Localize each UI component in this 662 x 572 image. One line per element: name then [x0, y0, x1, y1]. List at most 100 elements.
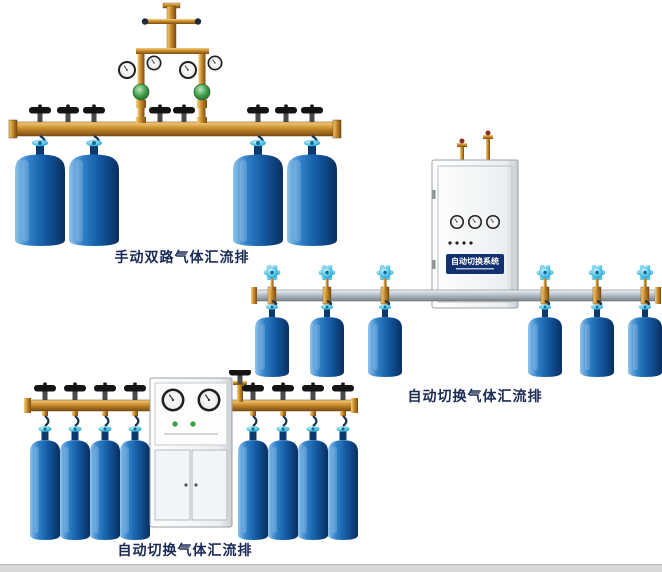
cabinet-body — [431, 159, 519, 309]
cylinder-valve-wheel — [588, 265, 606, 290]
gas-cylinder — [528, 304, 562, 377]
product-caption-auto-switch: 自动切换气体汇流排 — [407, 389, 543, 405]
control-cabinet — [149, 377, 233, 528]
indicator-dot — [455, 241, 459, 245]
gas-cylinder — [238, 426, 268, 540]
pressure-regulator-right — [178, 54, 223, 122]
cabinet-top-valve — [485, 130, 491, 136]
regulator-knob — [193, 83, 211, 101]
cylinder-station — [328, 382, 358, 540]
pressure-gauge — [178, 60, 198, 80]
cylinder-station — [528, 265, 562, 377]
pressure-gauge — [117, 60, 137, 80]
nameplate-fine-print — [456, 268, 494, 270]
valve-handle — [124, 382, 146, 400]
door-handle — [184, 483, 188, 487]
cylinder-station — [60, 382, 90, 540]
pressure-gauge — [207, 55, 223, 71]
pigtail-tube — [342, 415, 348, 427]
valve-handle — [57, 104, 79, 122]
supply-riser — [136, 2, 209, 54]
hinge — [432, 190, 436, 199]
product-caption-auto-switch-2: 自动切换气体汇流排 — [117, 543, 253, 559]
mini-valve-knob — [194, 18, 202, 25]
cylinder-station — [90, 382, 120, 540]
door-handle — [194, 483, 198, 487]
cylinder-valve-wheel — [536, 265, 554, 290]
valve-handle — [29, 104, 51, 122]
indicator-light — [172, 421, 178, 427]
cylinder-valve-wheel — [263, 265, 281, 290]
gas-cylinder — [368, 304, 402, 377]
pigtail-tube — [104, 415, 110, 427]
cylinder-bank — [15, 135, 337, 246]
pressure-gauge — [196, 387, 222, 413]
pressure-gauge — [160, 387, 186, 413]
indicator-dot — [462, 241, 466, 245]
valve-handle — [34, 382, 56, 400]
indicator-light — [190, 421, 196, 427]
regulator-knob — [132, 83, 150, 101]
pressure-regulator-left — [117, 54, 162, 122]
cabinet-top-valve — [459, 138, 465, 144]
pressure-gauge — [467, 214, 483, 230]
manifold-pipe — [8, 117, 342, 139]
cabinet-door — [191, 449, 228, 521]
cylinder-valve-wheel — [318, 265, 336, 290]
cabinet-door — [154, 449, 191, 521]
auto-switch-manifold2-illustration — [24, 370, 358, 540]
valve-handle — [272, 382, 294, 400]
gas-cylinder — [268, 426, 298, 540]
product-caption-manual-dual: 手动双路气体汇流排 — [114, 250, 250, 266]
indicator-dot — [469, 241, 473, 245]
valve-handle — [301, 104, 323, 122]
gas-cylinder — [120, 426, 150, 540]
pigtail-tube — [282, 415, 288, 427]
gas-cylinder — [15, 139, 65, 246]
shutoff-valve-handles — [29, 104, 323, 122]
gas-cylinder — [255, 304, 289, 377]
auto-switch-manifold-illustration: 自动切换系统 — [251, 130, 662, 377]
pressure-gauge — [485, 214, 501, 230]
gas-cylinder — [628, 304, 662, 377]
cylinder-station — [628, 265, 662, 377]
pigtail-tube — [252, 415, 258, 427]
cabinet-door — [437, 165, 513, 303]
cylinder-valve-wheel — [636, 265, 654, 290]
pigtail-tube — [134, 415, 140, 427]
valve-handle — [242, 382, 264, 400]
pressure-gauge — [449, 214, 465, 230]
valve-handle — [64, 382, 86, 400]
valve-handle — [173, 104, 195, 122]
pigtail-tube — [74, 415, 80, 427]
hinge — [432, 260, 436, 269]
cylinder-station — [120, 382, 150, 540]
gas-cylinder — [60, 426, 90, 540]
valve-handle — [149, 104, 171, 122]
cylinder-station — [298, 382, 328, 540]
riser-valve — [229, 370, 251, 402]
gas-cylinder — [69, 139, 119, 246]
pigtail-tube — [312, 415, 318, 427]
cylinder-station — [310, 265, 344, 377]
footer-strip — [0, 564, 662, 572]
valve-handle — [83, 104, 105, 122]
manifold-pipe — [251, 287, 661, 304]
cylinder-valve-wheel — [376, 265, 394, 290]
gas-cylinder — [328, 426, 358, 540]
cylinder-station — [580, 265, 614, 377]
indicator-dot — [448, 241, 452, 245]
valve-handle — [302, 382, 324, 400]
valve-handle — [94, 382, 116, 400]
pigtail-tube — [44, 415, 50, 427]
gas-cylinder — [580, 304, 614, 377]
pressure-gauge — [146, 55, 162, 71]
control-cabinet: 自动切换系统 — [431, 130, 519, 309]
gas-cylinder — [298, 426, 328, 540]
valve-handle — [247, 104, 269, 122]
gas-cylinder — [310, 304, 344, 377]
gas-cylinder — [90, 426, 120, 540]
cabinet-nameplate-text: 自动切换系统 — [451, 256, 499, 266]
cylinder-station — [238, 382, 268, 540]
